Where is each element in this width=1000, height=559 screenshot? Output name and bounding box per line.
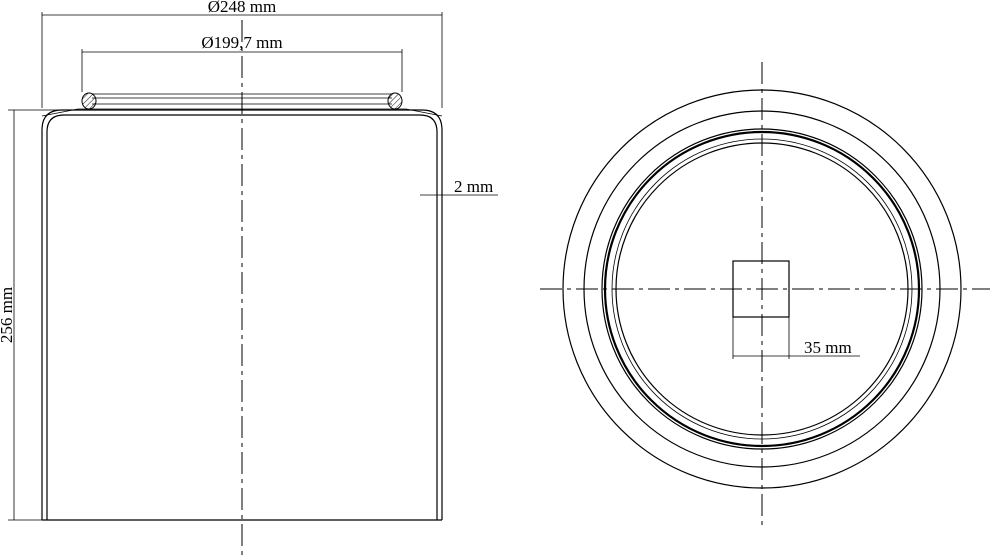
outer-diameter-label: Ø248 mm [208,0,276,16]
height-label: 256 mm [0,287,16,343]
center-square [732,260,790,318]
rim-left-detail [41,108,79,117]
inner-diameter-label: Ø199,7 mm [201,33,282,52]
rim-right-detail [405,108,443,117]
o-ring-right-section [387,92,403,110]
top-view: 35 mm [540,62,990,525]
square-size-label: 35 mm [804,338,852,357]
wall-thickness-label: 2 mm [454,177,493,196]
side-view: Ø248 mm Ø199,7 mm 2 mm 256 mm [0,0,498,555]
o-ring-left-section [81,92,97,110]
body-inner-outline [46,114,438,520]
